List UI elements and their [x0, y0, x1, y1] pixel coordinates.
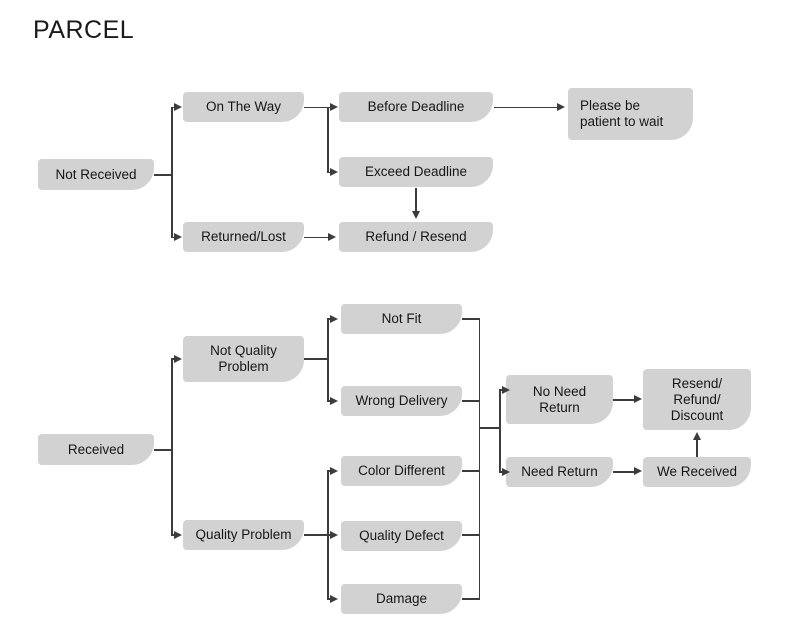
connector-to-no-need-return	[499, 389, 504, 391]
arrowhead-no-need-return	[502, 385, 510, 394]
arrowhead-before-deadline	[330, 102, 338, 111]
arrowhead-please-be-patient	[557, 102, 565, 111]
node-before-deadline[interactable]: Before Deadline	[339, 92, 493, 122]
arrowhead-not-fit	[330, 314, 338, 323]
node-we-received[interactable]: We Received	[643, 457, 751, 487]
connector-damage-out	[462, 598, 480, 600]
arrowhead-we-received	[634, 467, 642, 475]
node-quality-defect[interactable]: Quality Defect	[341, 521, 462, 551]
arrowhead-exceed-deadline	[330, 167, 338, 176]
connector-quality-defect-out	[462, 534, 480, 536]
connector-returned-lost-to-refund	[304, 236, 328, 239]
node-quality-problem[interactable]: Quality Problem	[183, 520, 304, 550]
arrowhead-quality-problem	[174, 530, 182, 539]
connector-wrong-delivery-out	[462, 400, 480, 402]
arrowhead-on-the-way	[174, 102, 182, 111]
arrowhead-need-return	[502, 467, 510, 476]
connector-quality-stem	[304, 534, 328, 536]
arrowhead-refund-resend	[328, 232, 336, 241]
arrowhead-quality-defect	[330, 530, 338, 539]
connector-to-before-deadline	[327, 106, 332, 109]
node-received[interactable]: Received	[38, 434, 154, 465]
arrowhead-damage	[330, 594, 338, 603]
connector-return-split-bus	[499, 389, 501, 472]
connector-to-not-quality-problem	[171, 358, 176, 360]
connector-not-received-bus	[171, 107, 173, 237]
node-on-the-way[interactable]: On The Way	[183, 92, 304, 122]
arrowhead-resend-refund-discount	[634, 395, 642, 403]
connector-exceed-to-refund	[415, 188, 417, 213]
connector-not-quality-bus	[327, 318, 329, 401]
connector-on-the-way-stem	[304, 106, 328, 109]
arrowhead-refund-resend-down	[411, 211, 420, 219]
arrowhead-color-different	[330, 466, 338, 475]
node-wrong-delivery[interactable]: Wrong Delivery	[341, 386, 462, 416]
arrowhead-resend-refund-discount-up	[692, 432, 701, 440]
node-not-received[interactable]: Not Received	[38, 159, 154, 190]
connector-not-quality-stem	[304, 358, 328, 360]
connector-to-quality-problem	[171, 534, 176, 536]
arrowhead-not-quality-problem	[174, 354, 182, 363]
arrowhead-returned-lost	[174, 232, 182, 241]
connector-to-need-return	[499, 471, 504, 473]
node-need-return[interactable]: Need Return	[506, 457, 613, 487]
connector-we-received-to-resend	[696, 439, 698, 457]
node-color-different[interactable]: Color Different	[341, 456, 462, 486]
connector-need-return-to-we-received	[613, 471, 635, 473]
arrowhead-wrong-delivery	[330, 396, 338, 405]
page-title: PARCEL	[33, 16, 135, 44]
connector-not-received-stem	[154, 174, 172, 176]
connector-leaf-merge-bus	[478, 318, 481, 598]
node-please-be-patient[interactable]: Please be patient to wait	[568, 88, 693, 140]
node-exceed-deadline[interactable]: Exceed Deadline	[339, 157, 493, 187]
node-returned-lost[interactable]: Returned/Lost	[183, 222, 304, 252]
node-not-fit[interactable]: Not Fit	[341, 304, 462, 334]
node-refund-resend[interactable]: Refund / Resend	[339, 222, 493, 252]
connector-merge-to-split	[478, 427, 501, 429]
connector-on-the-way-bus	[327, 106, 329, 173]
connector-not-fit-out	[462, 318, 480, 320]
node-not-quality-problem[interactable]: Not Quality Problem	[183, 336, 304, 382]
node-damage[interactable]: Damage	[341, 584, 462, 614]
connector-received-stem	[154, 449, 172, 451]
connector-to-returned-lost	[171, 236, 176, 239]
connector-no-need-return-to-resend	[613, 399, 635, 401]
node-no-need-return[interactable]: No Need Return	[506, 375, 613, 424]
node-resend-refund-discount[interactable]: Resend/ Refund/ Discount	[643, 369, 751, 430]
connector-color-different-out	[462, 470, 480, 472]
connector-before-deadline-to-patient	[494, 106, 558, 109]
connector-to-on-the-way	[171, 106, 176, 109]
connector-received-bus	[171, 358, 173, 535]
connector-to-exceed-deadline	[327, 171, 332, 174]
